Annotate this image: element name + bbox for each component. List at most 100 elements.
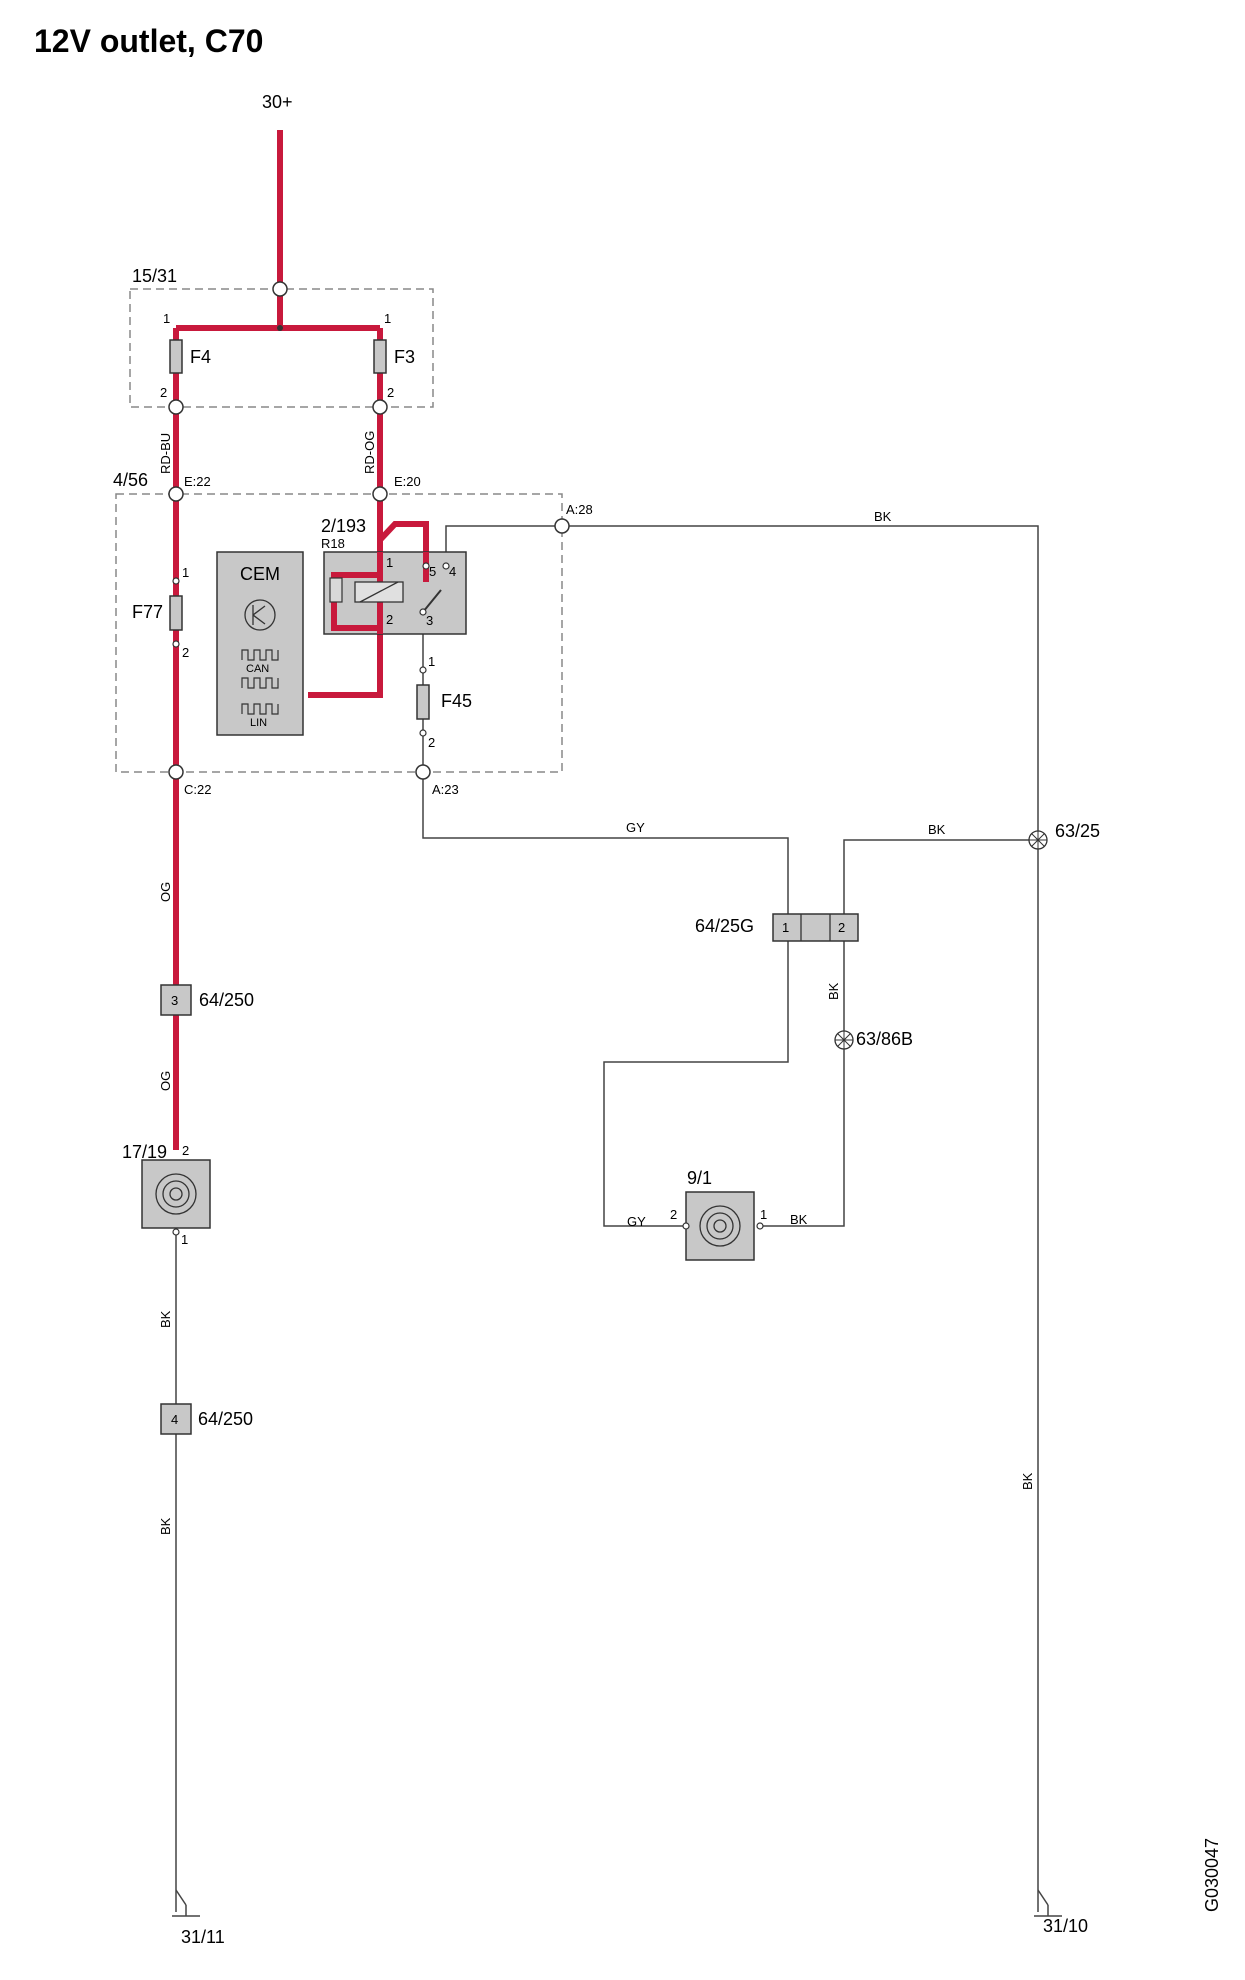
cem-can-label: CAN [246, 663, 269, 675]
cem-label: CEM [240, 564, 280, 584]
fuse-box-id: 15/31 [132, 266, 177, 286]
ground-31-11-lead [175, 1889, 187, 1906]
splice-63-25-label: 63/25 [1055, 821, 1100, 841]
junction-dot [277, 325, 283, 331]
can-signal-icon-2 [241, 677, 279, 689]
wire-color-og-upper: OG [158, 882, 173, 902]
wire-color-rd-bu: RD-BU [158, 433, 173, 474]
relay-pin3: 3 [426, 613, 433, 628]
connector-64-250-top-pin: 3 [171, 993, 178, 1008]
connector-64-250-top [160, 984, 192, 1016]
wire-gy [422, 772, 789, 1227]
junction-node-supply [272, 281, 288, 297]
fuse-f77-pin-top: 1 [182, 565, 189, 580]
lin-signal-icon [241, 703, 279, 715]
relay-pin1: 1 [386, 555, 393, 570]
socket-9-1-pin-right-dot [756, 1222, 764, 1230]
connector-c22-label: C:22 [184, 782, 211, 797]
fuse-f3-pin-bottom: 2 [387, 385, 394, 400]
fuse-f4-label: F4 [190, 347, 211, 367]
socket-17-19-pin-bottom: 1 [181, 1232, 188, 1247]
connector-64-250-bottom-label: 64/250 [198, 1409, 253, 1429]
cem-lin-label: LIN [250, 717, 267, 729]
wire-color-bk-socket: BK [790, 1212, 808, 1227]
wire-color-gy-socket: GY [627, 1214, 646, 1229]
socket-9-1-label: 9/1 [687, 1168, 712, 1188]
fuse-f77-label: F77 [132, 602, 163, 622]
fuse-f77 [169, 595, 183, 631]
connector-a28-label: A:28 [566, 502, 593, 517]
socket-9-1-outlet-icon [699, 1205, 741, 1247]
fuse-f45-pin-top-dot [419, 666, 427, 674]
wire-color-og-lower: OG [158, 1071, 173, 1091]
diagram-title: 12V outlet, C70 [34, 23, 263, 59]
socket-9-1-pin-left: 2 [670, 1207, 677, 1222]
fuse-f3 [373, 339, 387, 374]
connector-a23-label: A:23 [432, 782, 459, 797]
wire-color-bk-right: BK [1020, 1472, 1035, 1490]
splice-63-25-icon [1028, 830, 1048, 850]
socket-17-19-pin-top: 2 [182, 1143, 189, 1158]
fuse-f77-pin-bottom-dot [172, 640, 180, 648]
fuse-f45-label: F45 [441, 691, 472, 711]
connector-e20-label: E:20 [394, 474, 421, 489]
fuse-f3-pin-top: 1 [384, 311, 391, 326]
wire-color-bk-top: BK [874, 509, 892, 524]
wire-color-bk-mid: BK [928, 822, 946, 837]
wire-color-gy-top: GY [626, 820, 645, 835]
signal-wires [175, 525, 1049, 1912]
relay-pin4: 4 [449, 564, 456, 579]
fuse-f45-pin-bottom-dot [419, 729, 427, 737]
connector-64-25g-pin1: 1 [782, 920, 789, 935]
socket-9-1-pin-right: 1 [760, 1207, 767, 1222]
connector-c22-node [168, 764, 184, 780]
connector-e22-node [168, 486, 184, 502]
fuse-f4-pin-bottom: 2 [160, 385, 167, 400]
ground-31-10-label: 31/10 [1043, 1916, 1088, 1936]
wire-color-bk-vertical: BK [826, 982, 841, 1000]
fuse-f4 [169, 339, 183, 374]
socket-17-19-outlet-icon [155, 1173, 197, 1215]
fuse-f3-label: F3 [394, 347, 415, 367]
relay-pin5-dot [422, 562, 430, 570]
transistor-icon [244, 599, 276, 631]
socket-17-19-pin-bottom-dot [172, 1228, 180, 1236]
ground-31-11-symbol [172, 1905, 200, 1917]
fuse-f77-pin-top-dot [172, 577, 180, 585]
splice-63-86b-label: 63/86B [856, 1029, 913, 1049]
fuse-f3-output-node [372, 399, 388, 415]
document-code: G030047 [1202, 1838, 1222, 1912]
ground-31-11-label: 31/11 [181, 1927, 225, 1947]
socket-9-1-pin-left-dot [682, 1222, 690, 1230]
connector-a28-node [554, 518, 570, 534]
connector-e22-label: E:22 [184, 474, 211, 489]
module-id: 4/56 [113, 470, 148, 490]
connector-64-250-bottom [160, 1403, 192, 1435]
fuse-f4-output-node [168, 399, 184, 415]
can-signal-icon [241, 649, 279, 661]
relay-pin3-dot [419, 608, 427, 616]
splice-63-86b-icon [834, 1030, 854, 1050]
socket-17-19-label: 17/19 [122, 1142, 167, 1162]
ground-31-10-symbol [1034, 1905, 1062, 1917]
transistor-icon-symbol [252, 605, 266, 625]
connector-64-25g-label: 64/25G [695, 916, 754, 936]
connector-e20-node [372, 486, 388, 502]
relay-resistor [329, 577, 343, 603]
fuse-f45 [416, 684, 430, 720]
relay-pin4-dot [442, 562, 450, 570]
connector-64-250-bottom-pin: 4 [171, 1412, 178, 1427]
wire-relay-feed [308, 328, 383, 698]
fuse-f4-pin-top: 1 [163, 311, 170, 326]
relay-id: 2/193 [321, 516, 366, 536]
wire-color-bk-lower: BK [158, 1517, 173, 1535]
supply-label: 30+ [262, 92, 293, 112]
socket-17-19 [141, 1159, 211, 1229]
wire-color-bk-upper: BK [158, 1310, 173, 1328]
wire-relay-contact-5 [377, 521, 429, 582]
relay-pin5: 5 [429, 564, 436, 579]
connector-a23-node [415, 764, 431, 780]
fuse-f77-pin-bottom: 2 [182, 645, 189, 660]
fuse-box-15-31-outline [129, 288, 434, 408]
